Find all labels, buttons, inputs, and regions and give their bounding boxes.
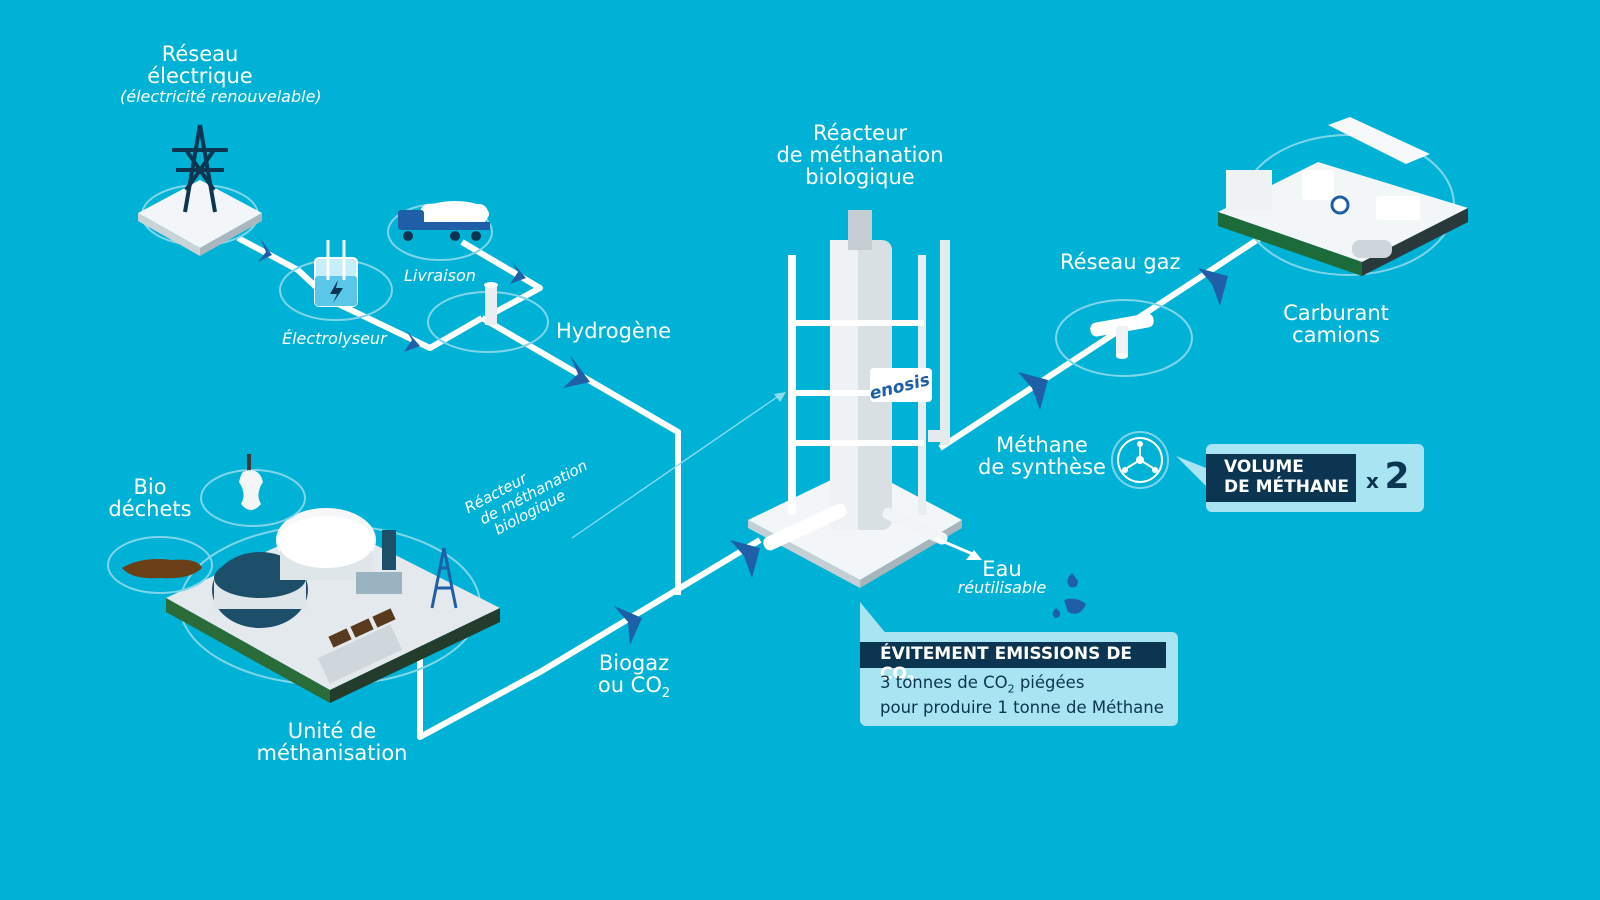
- arrow-icon: [510, 262, 526, 284]
- arrow-icon: [614, 606, 642, 645]
- truck-icon: [1302, 170, 1420, 220]
- methanisation-site: [107, 454, 500, 703]
- label-hydrogene: Hydrogène: [556, 319, 672, 343]
- arrow-icon: [730, 540, 760, 578]
- label-carburant-camions: Carburant camions: [1283, 301, 1389, 348]
- evitement-callout-pointer: [860, 602, 888, 636]
- evitement-callout: ÉVITEMENT EMISSIONS DE CO2 3 tonnes de C…: [860, 632, 1178, 726]
- mud-puddle-icon: [122, 559, 202, 579]
- evitement-title: ÉVITEMENT EMISSIONS DE CO2: [860, 642, 1166, 686]
- label-unite-methanisation: Unité de méthanisation: [256, 719, 408, 766]
- hydrogen-junction-node: [427, 282, 549, 353]
- volume-callout: VOLUME DE MÉTHANE x 2: [1206, 444, 1424, 512]
- arrow-icon: [774, 392, 786, 402]
- label-biogaz: Biogaz ou CO2: [597, 651, 671, 702]
- pipe-network: [236, 235, 1262, 740]
- arrow-icon: [563, 355, 590, 388]
- truck-station: [1218, 117, 1468, 276]
- label-reseau-electrique: Réseau électrique (électricité renouvela…: [120, 42, 322, 107]
- water-drops-icon: [1052, 573, 1086, 618]
- reactor-tower: enosis: [748, 210, 962, 588]
- label-bio-dechets: Bio déchets: [108, 475, 192, 522]
- arrow-icon: [1198, 268, 1228, 306]
- volume-title: VOLUME DE MÉTHANE: [1206, 454, 1356, 502]
- thin-arrow-to-reactor: [571, 394, 781, 539]
- apple-core-icon: [239, 470, 263, 510]
- label-reseau-gaz: Réseau gaz: [1060, 250, 1181, 274]
- volume-multiplier: x 2: [1366, 456, 1410, 497]
- gas-network-node: [1055, 299, 1193, 377]
- power-grid-node: [138, 124, 262, 256]
- arrow-icon: [404, 330, 420, 352]
- flow-arrows: [258, 238, 1228, 645]
- arrow-icon: [966, 550, 982, 560]
- electrolyser-node: [279, 240, 393, 321]
- delivery-node: [387, 201, 493, 261]
- arrow-icon: [1018, 372, 1048, 410]
- pipe-delivery: [460, 239, 543, 318]
- label-reacteur: Réacteur de méthanation biologique: [776, 121, 944, 190]
- label-electrolyseur: Électrolyseur: [282, 329, 387, 348]
- arrow-icon: [258, 238, 272, 262]
- lightning-icon: [330, 280, 343, 303]
- label-livraison: Livraison: [404, 266, 476, 285]
- water-arrow: [934, 536, 976, 557]
- evitement-text: 3 tonnes de CO2 piégées pour produire 1 …: [880, 673, 1164, 718]
- label-methane-synthese: Méthane de synthèse: [978, 433, 1106, 480]
- label-eau: Eau réutilisable: [957, 557, 1047, 598]
- pipe-hydrogen: [480, 315, 681, 595]
- gas-torch-icon: [430, 547, 458, 609]
- volume-callout-pointer: [1176, 456, 1206, 486]
- pylon-icon: [172, 124, 228, 213]
- pipe-biogas: [417, 537, 762, 740]
- methane-molecule-icon: [1111, 431, 1169, 489]
- truck-icon: [398, 210, 490, 241]
